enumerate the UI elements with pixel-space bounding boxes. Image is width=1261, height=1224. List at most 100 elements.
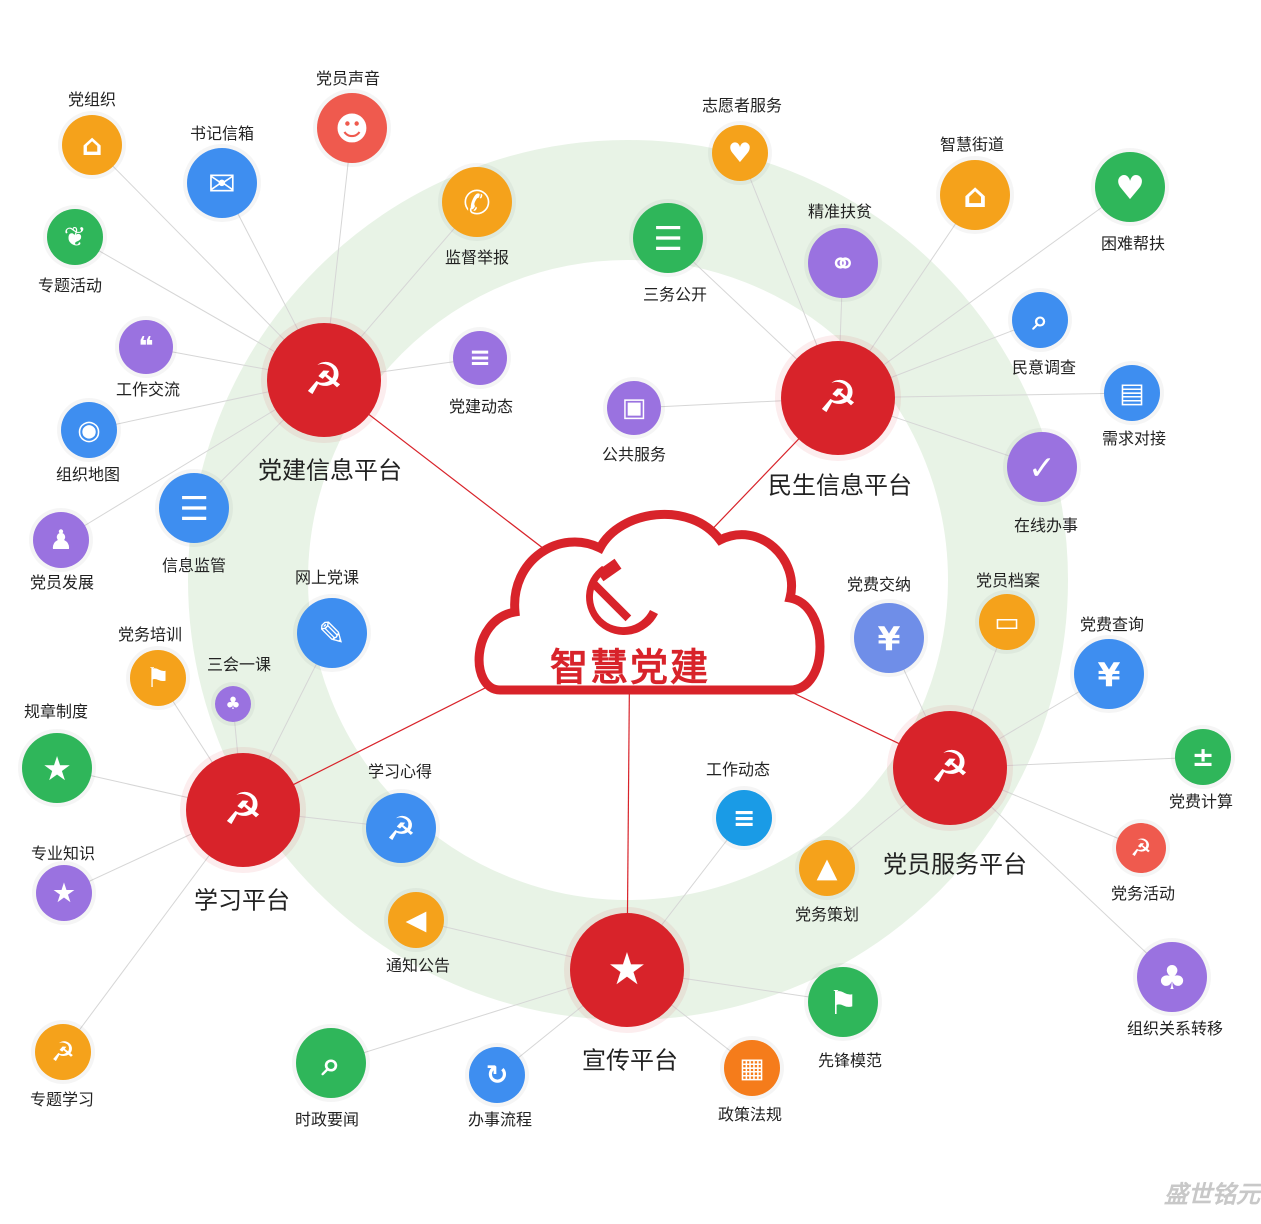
node-label-xxxd: 学习心得: [367, 762, 433, 781]
node-label-zyzs: 专业知识: [30, 844, 96, 863]
hub-label-info: 党建信息平台: [258, 456, 402, 485]
study-doc-icon: ☭: [35, 1024, 91, 1080]
node-dyfz[interactable]: ♟: [33, 512, 89, 568]
hub-livelihood[interactable]: ☭: [781, 341, 895, 455]
node-dwch[interactable]: ▲: [799, 840, 855, 896]
node-label-xfmf: 先锋模范: [817, 1051, 883, 1070]
node-label-zzgx: 组织关系转移: [1126, 1019, 1224, 1038]
location-icon: ⌂: [940, 160, 1010, 230]
node-shyk[interactable]: ♣: [215, 686, 251, 722]
megaphone-icon: ◀: [388, 892, 444, 948]
rules-icon: ★: [22, 733, 92, 803]
node-label-dwch: 党务策划: [794, 905, 860, 924]
node-label-gzdt: 工作动态: [705, 760, 771, 779]
map-icon: ◉: [61, 402, 117, 458]
node-sjxx[interactable]: ✉: [187, 148, 257, 218]
heart-chat-icon: ♥: [1095, 152, 1165, 222]
flag-icon: ⚑: [808, 967, 878, 1037]
node-label-zyz: 志愿者服务: [701, 96, 783, 115]
hub-publicity[interactable]: ★: [570, 913, 684, 1027]
node-label-xqdj: 需求对接: [1101, 429, 1167, 448]
node-dwpx[interactable]: ⚑: [130, 650, 186, 706]
node-label-sjxx: 书记信箱: [189, 124, 255, 143]
node-label-swgk: 三务公开: [642, 285, 708, 304]
node-dfjn[interactable]: ¥: [854, 603, 924, 673]
node-label-jzfp: 精准扶贫: [807, 202, 873, 221]
chat-user-icon: ☻: [317, 93, 387, 163]
node-label-ztdh: 专题活动: [37, 276, 103, 295]
certificate-icon: ★: [570, 913, 684, 1027]
group-icon: ♣: [215, 686, 251, 722]
node-knbf[interactable]: ♥: [1095, 152, 1165, 222]
yen-icon: ¥: [1074, 639, 1144, 709]
node-label-dfcx: 党费查询: [1079, 615, 1145, 634]
heart-hand-icon: ♥: [712, 125, 768, 181]
node-dysy[interactable]: ☻: [317, 93, 387, 163]
node-xqdj[interactable]: ▤: [1104, 365, 1160, 421]
node-xxjg[interactable]: ☰: [159, 473, 229, 543]
clipboard-icon: ▲: [799, 840, 855, 896]
node-dyda[interactable]: ▭: [979, 594, 1035, 650]
node-tzgg[interactable]: ◀: [388, 892, 444, 948]
node-gzzd[interactable]: ★: [22, 733, 92, 803]
user-icon: ♟: [33, 512, 89, 568]
hub-study[interactable]: ☭: [186, 753, 300, 867]
process-icon: ↻: [469, 1047, 525, 1103]
node-swgk[interactable]: ☰: [633, 203, 703, 273]
node-zxbs[interactable]: ✓: [1007, 432, 1077, 502]
node-xxxd[interactable]: ☭: [366, 793, 436, 863]
node-jzfp[interactable]: ⚭: [808, 228, 878, 298]
node-label-djdt: 党建动态: [448, 397, 514, 416]
node-zcfg[interactable]: ▦: [724, 1040, 780, 1096]
id-card-icon: ▭: [979, 594, 1035, 650]
node-dfcx[interactable]: ¥: [1074, 639, 1144, 709]
node-ztdh[interactable]: ❦: [47, 209, 103, 265]
node-wsdk[interactable]: ✎: [297, 598, 367, 668]
document-icon: ☭: [267, 323, 381, 437]
node-zyz[interactable]: ♥: [712, 125, 768, 181]
handshake-icon: ⚭: [808, 228, 878, 298]
node-mydc[interactable]: ⌕: [1012, 292, 1068, 348]
node-zzdt[interactable]: ◉: [61, 402, 117, 458]
leaf-icon: ❦: [47, 209, 103, 265]
node-gzjl[interactable]: ❝: [119, 320, 173, 374]
node-zyzs[interactable]: ★: [36, 865, 92, 921]
node-label-zhjd: 智慧街道: [939, 135, 1005, 154]
node-label-dysy: 党员声音: [315, 69, 381, 88]
member-icon: ☭: [893, 711, 1007, 825]
node-ggfw[interactable]: ▣: [607, 381, 661, 435]
node-djdt[interactable]: ≡: [453, 331, 507, 385]
knowledge-icon: ★: [36, 865, 92, 921]
node-gzdt[interactable]: ≡: [716, 790, 772, 846]
org-chart-icon: ♣: [1137, 942, 1207, 1012]
node-label-dyfz: 党员发展: [29, 573, 95, 592]
node-bslc[interactable]: ↻: [469, 1047, 525, 1103]
node-zhjd[interactable]: ⌂: [940, 160, 1010, 230]
policy-icon: ▦: [724, 1040, 780, 1096]
node-label-shyk: 三会一课: [206, 655, 272, 674]
hammer-sickle-icon: [586, 558, 658, 635]
phone-icon: ✆: [442, 167, 512, 237]
node-label-szyw: 时政要闻: [294, 1110, 360, 1129]
node-dzz[interactable]: ⌂: [62, 115, 122, 175]
node-szyw[interactable]: ⌕: [296, 1028, 366, 1098]
watermark-logo: 盛世铭元: [1164, 1180, 1260, 1209]
party-icon: ☭: [1116, 823, 1166, 873]
node-ztxx[interactable]: ☭: [35, 1024, 91, 1080]
hub-info[interactable]: ☭: [267, 323, 381, 437]
node-label-dfjs: 党费计算: [1168, 792, 1234, 811]
people-icon: ☭: [781, 341, 895, 455]
node-jdjb[interactable]: ✆: [442, 167, 512, 237]
node-xfmf[interactable]: ⚑: [808, 967, 878, 1037]
hub-label-livelihood: 民生信息平台: [768, 471, 912, 500]
monitor-icon: ✓: [1007, 432, 1077, 502]
bill-icon: ¥: [854, 603, 924, 673]
hub-service[interactable]: ☭: [893, 711, 1007, 825]
node-dwhd[interactable]: ☭: [1116, 823, 1166, 873]
node-zzgx[interactable]: ♣: [1137, 942, 1207, 1012]
banner-icon: ⚑: [130, 650, 186, 706]
node-dfjs[interactable]: ±: [1175, 729, 1231, 785]
node-label-bslc: 办事流程: [467, 1110, 533, 1129]
node-label-tzgg: 通知公告: [385, 956, 451, 975]
